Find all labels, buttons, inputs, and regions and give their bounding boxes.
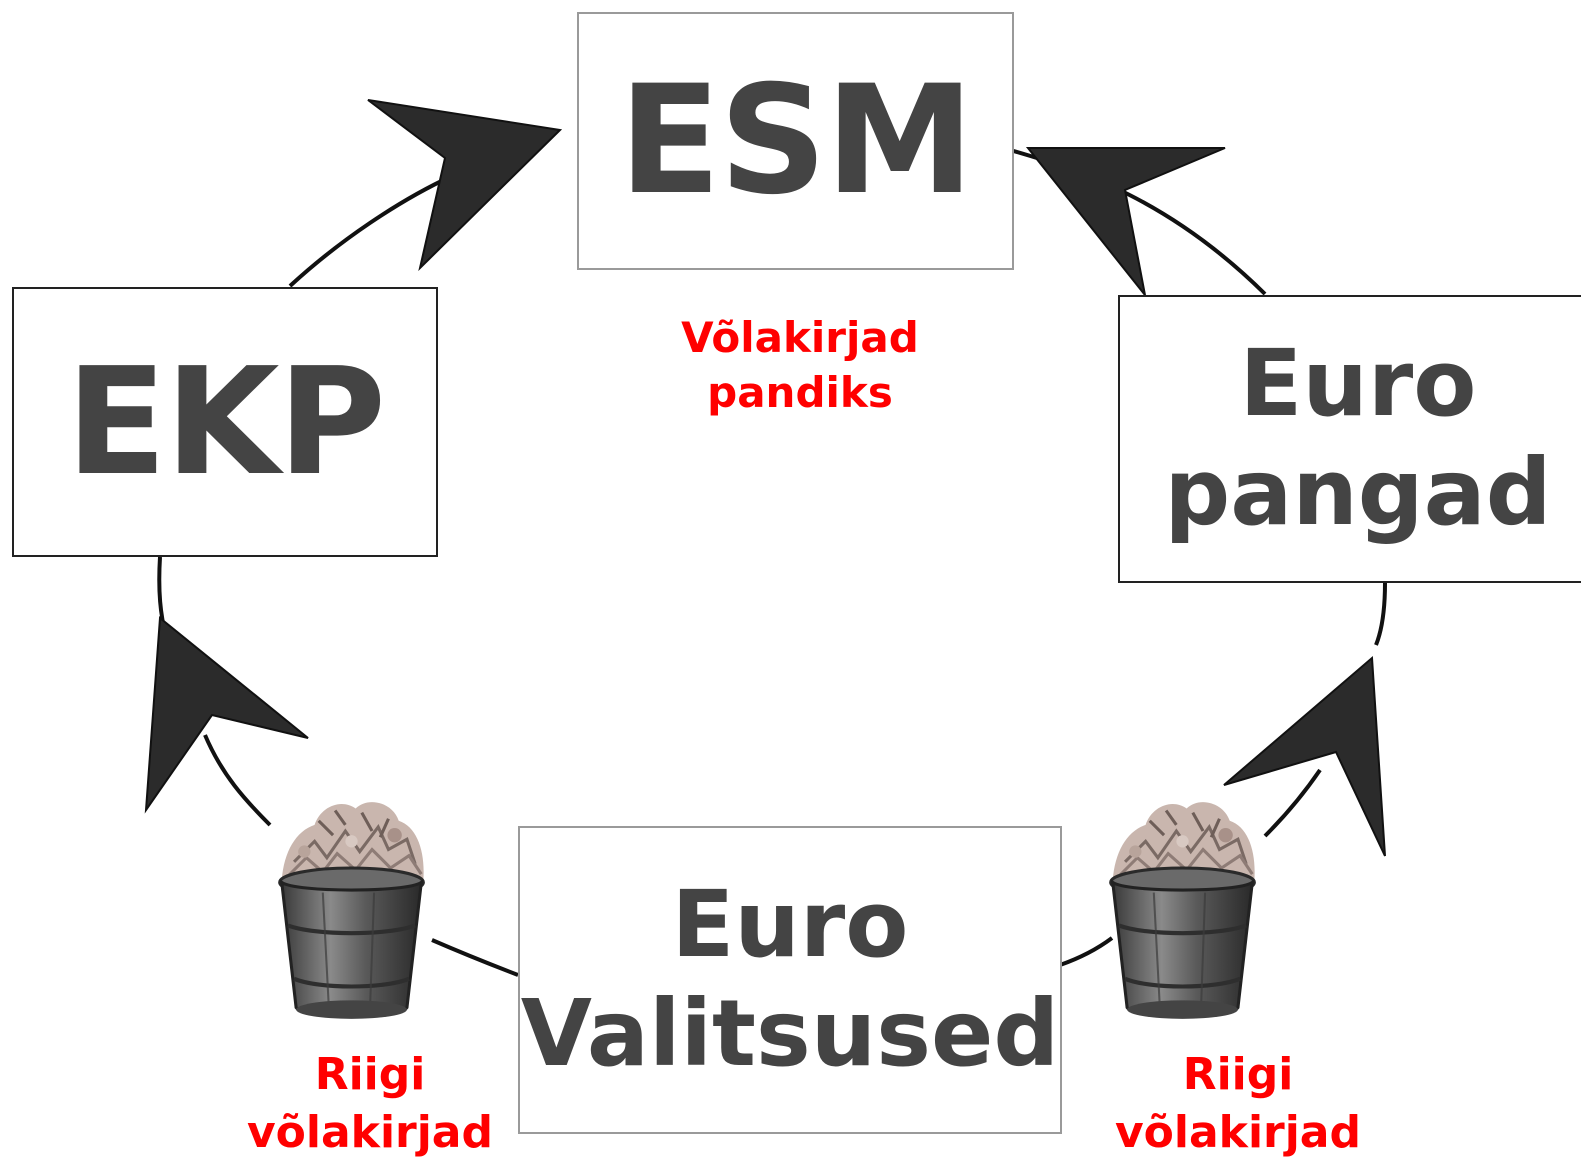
caption-government-bonds-left: Riigi võlakirjad	[210, 1046, 530, 1162]
node-banks-line2: pangad	[1164, 439, 1552, 546]
caption-left-line2: võlakirjad	[247, 1107, 493, 1159]
node-ekp: EKP	[12, 287, 438, 557]
node-gov-line1: Euro	[671, 871, 909, 979]
node-esm-label: ESM	[618, 54, 975, 228]
node-euro-banks: Euro pangad	[1118, 295, 1581, 583]
node-euro-governments: Euro Valitsused	[518, 826, 1062, 1134]
arrowhead-icon	[1223, 655, 1386, 857]
caption-collateral-bonds: Võlakirjad pandiks	[640, 310, 960, 421]
arrowhead-icon	[367, 99, 563, 272]
caption-right-line2: võlakirjad	[1115, 1107, 1361, 1159]
caption-left-line1: Riigi	[314, 1049, 426, 1100]
caption-right-line1: Riigi	[1182, 1049, 1294, 1100]
node-gov-line2: Valitsused	[520, 980, 1060, 1087]
node-banks-line1: Euro	[1239, 330, 1477, 438]
arrowhead-icon	[1025, 147, 1226, 296]
caption-collateral-line2: pandiks	[707, 368, 893, 418]
node-esm: ESM	[577, 12, 1014, 270]
trash-can-icon	[1111, 802, 1255, 1019]
arrowhead-icon	[144, 99, 1386, 857]
caption-collateral-line1: Võlakirjad	[681, 313, 919, 362]
caption-government-bonds-right: Riigi võlakirjad	[1078, 1046, 1398, 1162]
trash-can-icon	[280, 802, 424, 1019]
arrowhead-icon	[144, 616, 309, 814]
node-ekp-label: EKP	[65, 336, 386, 508]
